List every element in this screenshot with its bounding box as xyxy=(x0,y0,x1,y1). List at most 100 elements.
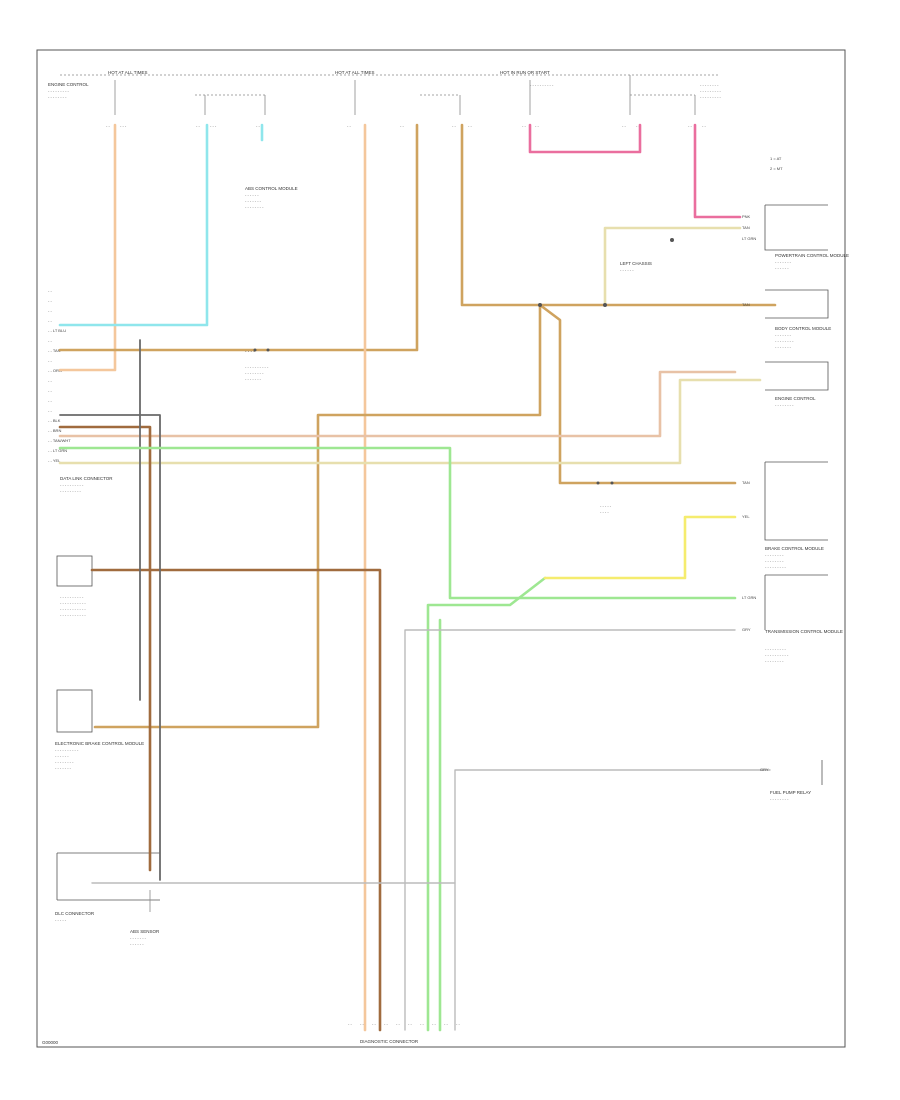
svg-text:- - - - - - - -: - - - - - - - - xyxy=(765,558,784,563)
wire-orange xyxy=(58,123,117,372)
label-stub: - - - - - - - - - xyxy=(700,94,722,99)
svg-text:- - -: - - - xyxy=(210,123,217,128)
svg-text:GRY: GRY xyxy=(760,767,769,772)
svg-text:- -: - - xyxy=(48,398,52,403)
component-label: DIAGNOSTIC CONNECTOR xyxy=(360,1039,419,1044)
svg-text:- -: - - xyxy=(48,298,52,303)
wire-dark-1 xyxy=(59,414,161,881)
svg-text:- - - - - -: - - - - - - xyxy=(55,753,69,758)
svg-text:- -: - - xyxy=(48,308,52,313)
svg-text:- - - - - - - -: - - - - - - - - xyxy=(775,402,794,407)
svg-text:- - TAN: - - TAN xyxy=(48,348,61,353)
svg-text:- -: - - xyxy=(420,1021,424,1026)
top-bar-label: HOT AT ALL TIMES xyxy=(335,70,375,75)
svg-text:- -: - - xyxy=(196,123,200,128)
component-boxes xyxy=(56,204,829,901)
svg-text:- -: - - xyxy=(535,123,539,128)
svg-text:- - - - - - - - -: - - - - - - - - - xyxy=(60,488,82,493)
component-label-blocks: ABS CONTROL MODULE - - - - - - - - - - -… xyxy=(42,186,849,1045)
svg-text:- - - - - - - - -: - - - - - - - - - xyxy=(765,564,787,569)
svg-text:- - - - - - - - - -: - - - - - - - - - - xyxy=(55,747,79,752)
component-label: LEFT CHASSIS xyxy=(620,261,652,266)
svg-text:- -: - - xyxy=(48,318,52,323)
svg-text:- -: - - xyxy=(688,123,692,128)
bottom-connector-pins: - - - - - - - - - - - - - - - - - - - - xyxy=(348,1021,460,1026)
svg-text:- - - - - - -: - - - - - - - xyxy=(775,344,792,349)
label-stub: - - - - - - - - - xyxy=(700,88,722,93)
component-label: DATA LINK CONNECTOR xyxy=(60,476,113,481)
svg-text:- - - - - - - -: - - - - - - - - xyxy=(770,796,789,801)
svg-text:- - - - - -: - - - - - - xyxy=(620,267,634,272)
svg-text:- -: - - xyxy=(372,1021,376,1026)
svg-text:- - -: - - - xyxy=(256,123,263,128)
svg-text:- - - - - - - - - -: - - - - - - - - - - xyxy=(245,364,269,369)
svg-text:- - - - -: - - - - - xyxy=(55,917,67,922)
module-box-left-1 xyxy=(56,555,93,587)
svg-text:- -: - - xyxy=(347,123,351,128)
svg-text:- - - - - - - - - -: - - - - - - - - - - xyxy=(765,652,789,657)
svg-text:LT GRN: LT GRN xyxy=(742,595,756,600)
svg-text:- - - - - - - -: - - - - - - - - xyxy=(245,204,264,209)
svg-text:TAN: TAN xyxy=(742,302,750,307)
svg-text:- - - - - - -: - - - - - - - xyxy=(775,259,792,264)
wire-tan-5 xyxy=(603,226,742,307)
brake-module-box xyxy=(764,461,828,541)
wire-gray-2 xyxy=(454,769,771,1031)
wire-pink-1 xyxy=(528,123,642,154)
svg-text:- - - - - - - - - -: - - - - - - - - - - xyxy=(60,594,84,599)
dlc-box xyxy=(56,852,160,901)
top-bar-label: HOT IN RUN OR START xyxy=(500,70,550,75)
electronic-brake-box xyxy=(56,689,93,733)
svg-text:- -: - - xyxy=(456,1021,460,1026)
svg-text:- - - - -: - - - - - xyxy=(600,503,612,508)
svg-text:- -: - - xyxy=(48,408,52,413)
component-label: FUEL PUMP RELAY xyxy=(770,790,811,795)
power-bus-lines xyxy=(60,74,720,115)
pcm-box xyxy=(764,204,828,251)
wire-green-2 xyxy=(426,576,547,1032)
svg-text:- - -: - - - xyxy=(120,123,127,128)
svg-text:- - LT GRN: - - LT GRN xyxy=(48,448,67,453)
svg-text:- -: - - xyxy=(452,123,456,128)
svg-text:- -: - - xyxy=(408,1021,412,1026)
svg-text:- - - - - - -: - - - - - - - xyxy=(245,198,262,203)
label-stub: - - - - - - - - xyxy=(48,94,67,99)
wire-brown-2 xyxy=(90,568,382,1032)
svg-text:- -: - - xyxy=(636,123,640,128)
svg-text:- - - - - -: - - - - - - xyxy=(130,941,144,946)
svg-text:- -: - - xyxy=(48,288,52,293)
top-pin-labels: - -- - - - -- - - - - - - - - - - -- - -… xyxy=(106,123,706,128)
svg-text:- -: - - xyxy=(432,1021,436,1026)
svg-text:- -: - - xyxy=(522,123,526,128)
svg-text:- - BRN: - - BRN xyxy=(48,428,61,433)
wire-gray-1 xyxy=(404,629,736,1031)
wire-brown-1 xyxy=(58,425,152,872)
component-label: ENGINE CONTROL xyxy=(775,396,816,401)
svg-text:- -: - - xyxy=(384,1021,388,1026)
svg-text:- - - - - - - - - - -: - - - - - - - - - - - xyxy=(60,606,86,611)
svg-text:- - - - - - - -: - - - - - - - - xyxy=(245,370,264,375)
connector-label: - - - - xyxy=(245,349,255,354)
svg-text:- -: - - xyxy=(396,1021,400,1026)
wire-pink-2 xyxy=(693,123,742,219)
svg-text:- -: - - xyxy=(360,1021,364,1026)
figure-code: G00000 xyxy=(42,1040,59,1045)
svg-text:- -: - - xyxy=(468,123,472,128)
svg-text:- - - - - - - -: - - - - - - - - xyxy=(775,338,794,343)
svg-text:- - - - - - - - - -: - - - - - - - - - - xyxy=(60,482,84,487)
svg-text:- - - - - - -: - - - - - - - xyxy=(245,376,262,381)
svg-text:- -: - - xyxy=(48,358,52,363)
wire-tan-3 xyxy=(93,303,542,729)
legend: 1 = AT 2 = MT xyxy=(770,156,783,171)
engine-control-box xyxy=(765,361,829,391)
svg-text:- -: - - xyxy=(400,123,404,128)
wire-cyan xyxy=(58,123,209,327)
component-label: ELECTRONIC BRAKE CONTROL MODULE xyxy=(55,741,144,746)
svg-text:- - YEL: - - YEL xyxy=(48,458,61,463)
svg-text:YEL: YEL xyxy=(742,514,750,519)
component-label: ABS CONTROL MODULE xyxy=(245,186,298,191)
svg-text:- -: - - xyxy=(622,123,626,128)
trans-module-box xyxy=(764,574,828,630)
svg-text:- - TAN/WHT: - - TAN/WHT xyxy=(48,438,71,443)
